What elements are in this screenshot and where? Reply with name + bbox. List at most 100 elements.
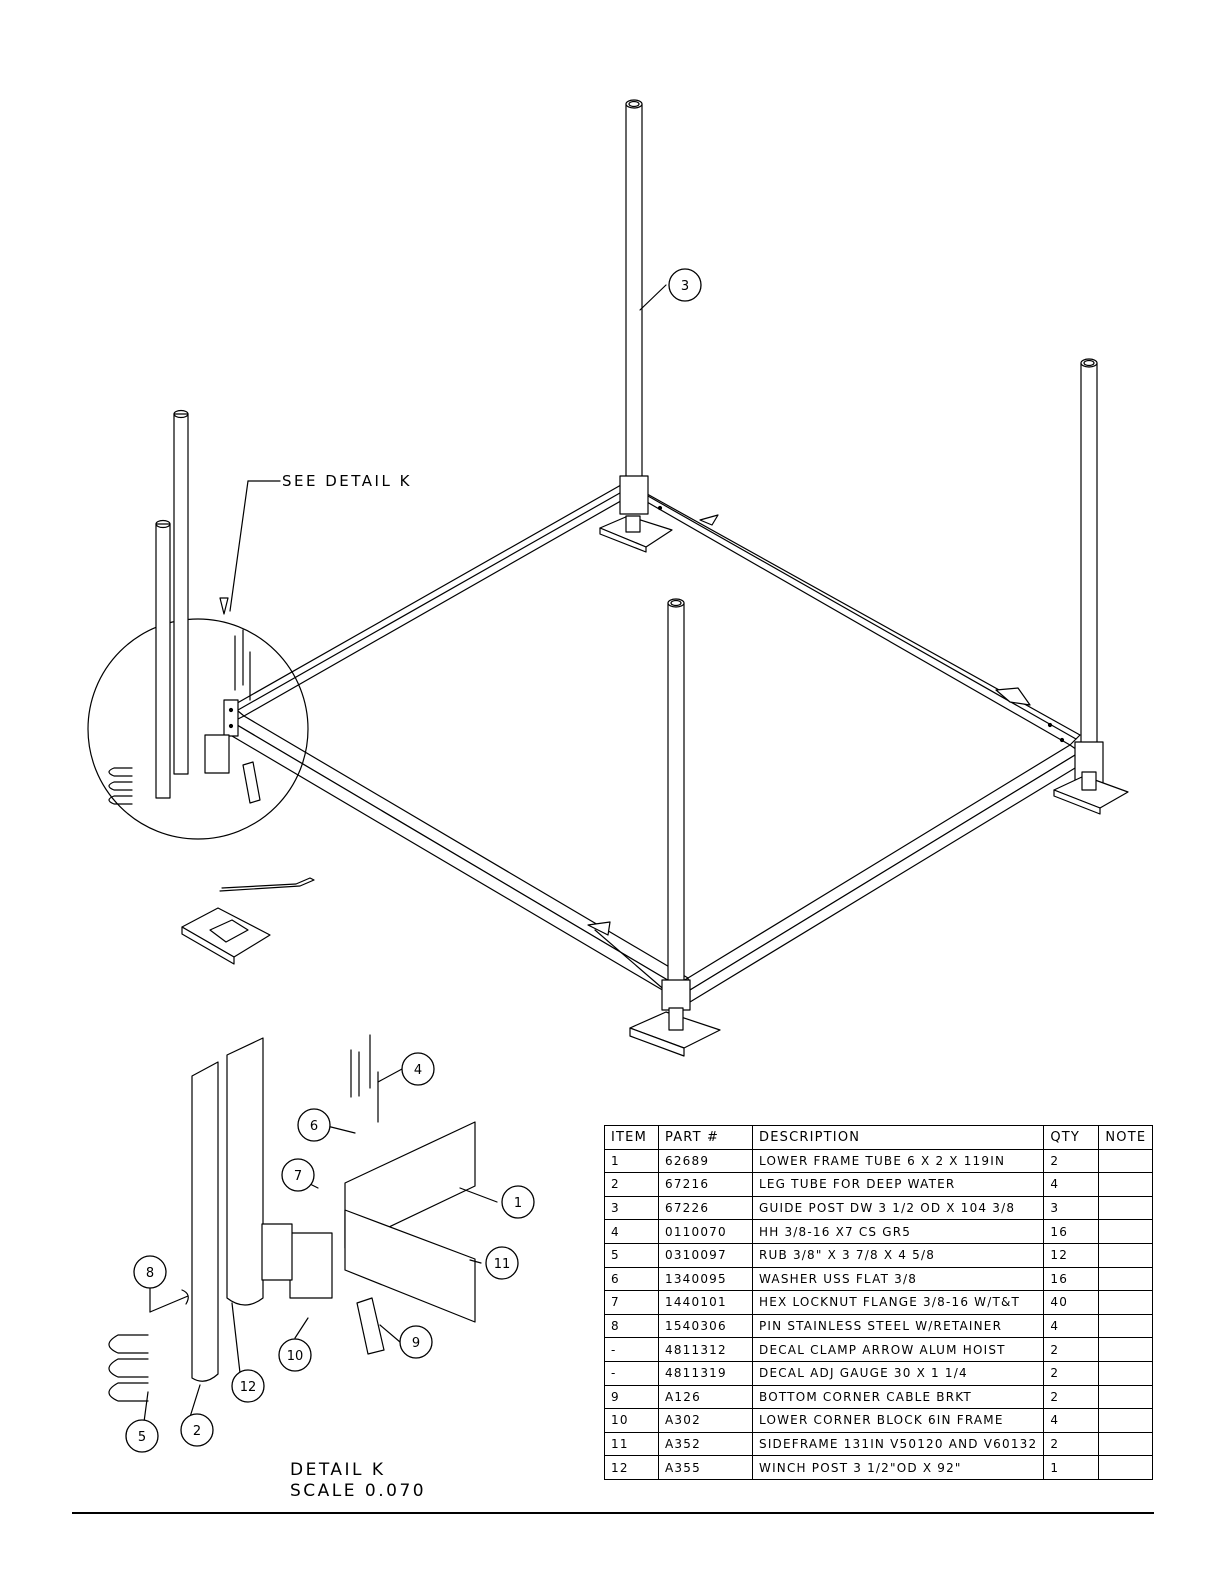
bom-cell-desc: LEG TUBE FOR DEEP WATER [751, 1172, 1045, 1197]
bom-cell-note [1098, 1195, 1154, 1221]
bom-cell-item: 10 [604, 1408, 659, 1433]
bom-cell-note [1098, 1408, 1154, 1433]
bom-cell-qty: 4 [1043, 1313, 1100, 1339]
bom-cell-part: 0110070 [658, 1219, 753, 1244]
bom-cell-part: A352 [658, 1431, 753, 1457]
detail-k-circle [87, 409, 309, 840]
guide-post-back [599, 99, 673, 553]
bom-cell-note [1098, 1266, 1154, 1292]
bom-cell-qty: 2 [1043, 1337, 1100, 1362]
bom-cell-note [1098, 1148, 1154, 1174]
bom-cell-item: 5 [604, 1242, 659, 1268]
bom-cell-qty: 1 [1043, 1455, 1100, 1480]
bom-cell-note [1098, 1219, 1154, 1244]
bom-cell-desc: HEX LOCKNUT FLANGE 3/8-16 W/T&T [751, 1290, 1045, 1315]
bom-cell-qty: 12 [1043, 1242, 1100, 1268]
bom-cell-part: 4811312 [658, 1337, 753, 1362]
bom-cell-part: 1340095 [658, 1266, 753, 1292]
detail-scale: SCALE 0.070 [290, 1481, 426, 1501]
bom-cell-part: A355 [658, 1455, 753, 1480]
bom-cell-desc: SIDEFRAME 131IN V50120 AND V60132 [751, 1431, 1045, 1457]
callout-7: 7 [294, 1169, 302, 1184]
callout-2: 2 [193, 1424, 201, 1439]
lower-frame [223, 480, 1081, 1003]
bom-header-part: PART # [658, 1125, 753, 1150]
bom-cell-item: 12 [604, 1455, 659, 1480]
detail-k-exploded [108, 1034, 476, 1402]
bom-cell-part: 62689 [658, 1148, 753, 1174]
bom-cell-note [1098, 1360, 1154, 1386]
bom-cell-part: 67226 [658, 1195, 753, 1221]
bom-header-note: NOTE [1098, 1125, 1154, 1150]
bom-cell-desc: PIN STAINLESS STEEL W/RETAINER [751, 1313, 1045, 1339]
bom-cell-note [1098, 1431, 1154, 1457]
callout-9: 9 [412, 1336, 420, 1351]
bom-cell-item: 1 [604, 1148, 659, 1174]
bom-cell-part: 4811319 [658, 1360, 753, 1386]
guide-post-right [1053, 358, 1129, 815]
callout-3: 3 [681, 279, 689, 294]
bom-header-item: ITEM [604, 1125, 659, 1150]
bom-cell-qty: 2 [1043, 1384, 1100, 1410]
bom-cell-desc: GUIDE POST DW 3 1/2 OD X 104 3/8 [751, 1195, 1045, 1221]
see-detail-note: SEE DETAIL K [282, 472, 412, 490]
bom-cell-part: A302 [658, 1408, 753, 1433]
bom-cell-desc: RUB 3/8" X 3 7/8 X 4 5/8 [751, 1242, 1045, 1268]
bom-cell-item: 8 [604, 1313, 659, 1339]
bom-header-desc: DESCRIPTION [751, 1125, 1045, 1150]
bom-cell-item: 11 [604, 1431, 659, 1457]
guide-post-front [629, 598, 721, 1057]
bom-cell-qty: 40 [1043, 1290, 1100, 1315]
bom-cell-item: 4 [604, 1219, 659, 1244]
bom-cell-part: A126 [658, 1384, 753, 1410]
bom-cell-desc: DECAL CLAMP ARROW ALUM HOIST [751, 1337, 1045, 1362]
callout-11: 11 [494, 1257, 511, 1272]
bom-cell-item: 6 [604, 1266, 659, 1292]
bom-cell-qty: 2 [1043, 1360, 1100, 1386]
bom-cell-qty: 3 [1043, 1195, 1100, 1221]
page-bottom-rule [72, 1512, 1154, 1514]
bom-cell-part: 0310097 [658, 1242, 753, 1268]
bom-cell-desc: DECAL ADJ GAUGE 30 X 1 1/4 [751, 1360, 1045, 1386]
detail-title: DETAIL K [290, 1460, 386, 1480]
bom-cell-item: 3 [604, 1195, 659, 1221]
bom-cell-note [1098, 1242, 1154, 1268]
bom-cell-note [1098, 1384, 1154, 1410]
bom-cell-qty: 16 [1043, 1219, 1100, 1244]
bom-cell-desc: WINCH POST 3 1/2"OD X 92" [751, 1455, 1045, 1480]
callout-5: 5 [138, 1430, 146, 1445]
bom-cell-note [1098, 1290, 1154, 1315]
callout-8: 8 [146, 1266, 154, 1281]
bom-cell-part: 1540306 [658, 1313, 753, 1339]
bom-cell-desc: LOWER CORNER BLOCK 6IN FRAME [751, 1408, 1045, 1433]
bom-cell-note [1098, 1337, 1154, 1362]
bom-cell-qty: 4 [1043, 1172, 1100, 1197]
bom-cell-item: 7 [604, 1290, 659, 1315]
bom-cell-desc: WASHER USS FLAT 3/8 [751, 1266, 1045, 1292]
bom-cell-qty: 16 [1043, 1266, 1100, 1292]
bom-cell-note [1098, 1313, 1154, 1339]
bom-cell-qty: 2 [1043, 1148, 1100, 1174]
bom-cell-qty: 2 [1043, 1431, 1100, 1457]
bom-header-qty: QTY [1043, 1125, 1100, 1150]
bom-cell-item: - [604, 1337, 659, 1362]
bom-header-row: ITEM PART # DESCRIPTION QTY NOTE [604, 1125, 1154, 1150]
callout-4: 4 [414, 1063, 422, 1078]
callout-1: 1 [514, 1196, 522, 1211]
bom-cell-note [1098, 1455, 1154, 1480]
